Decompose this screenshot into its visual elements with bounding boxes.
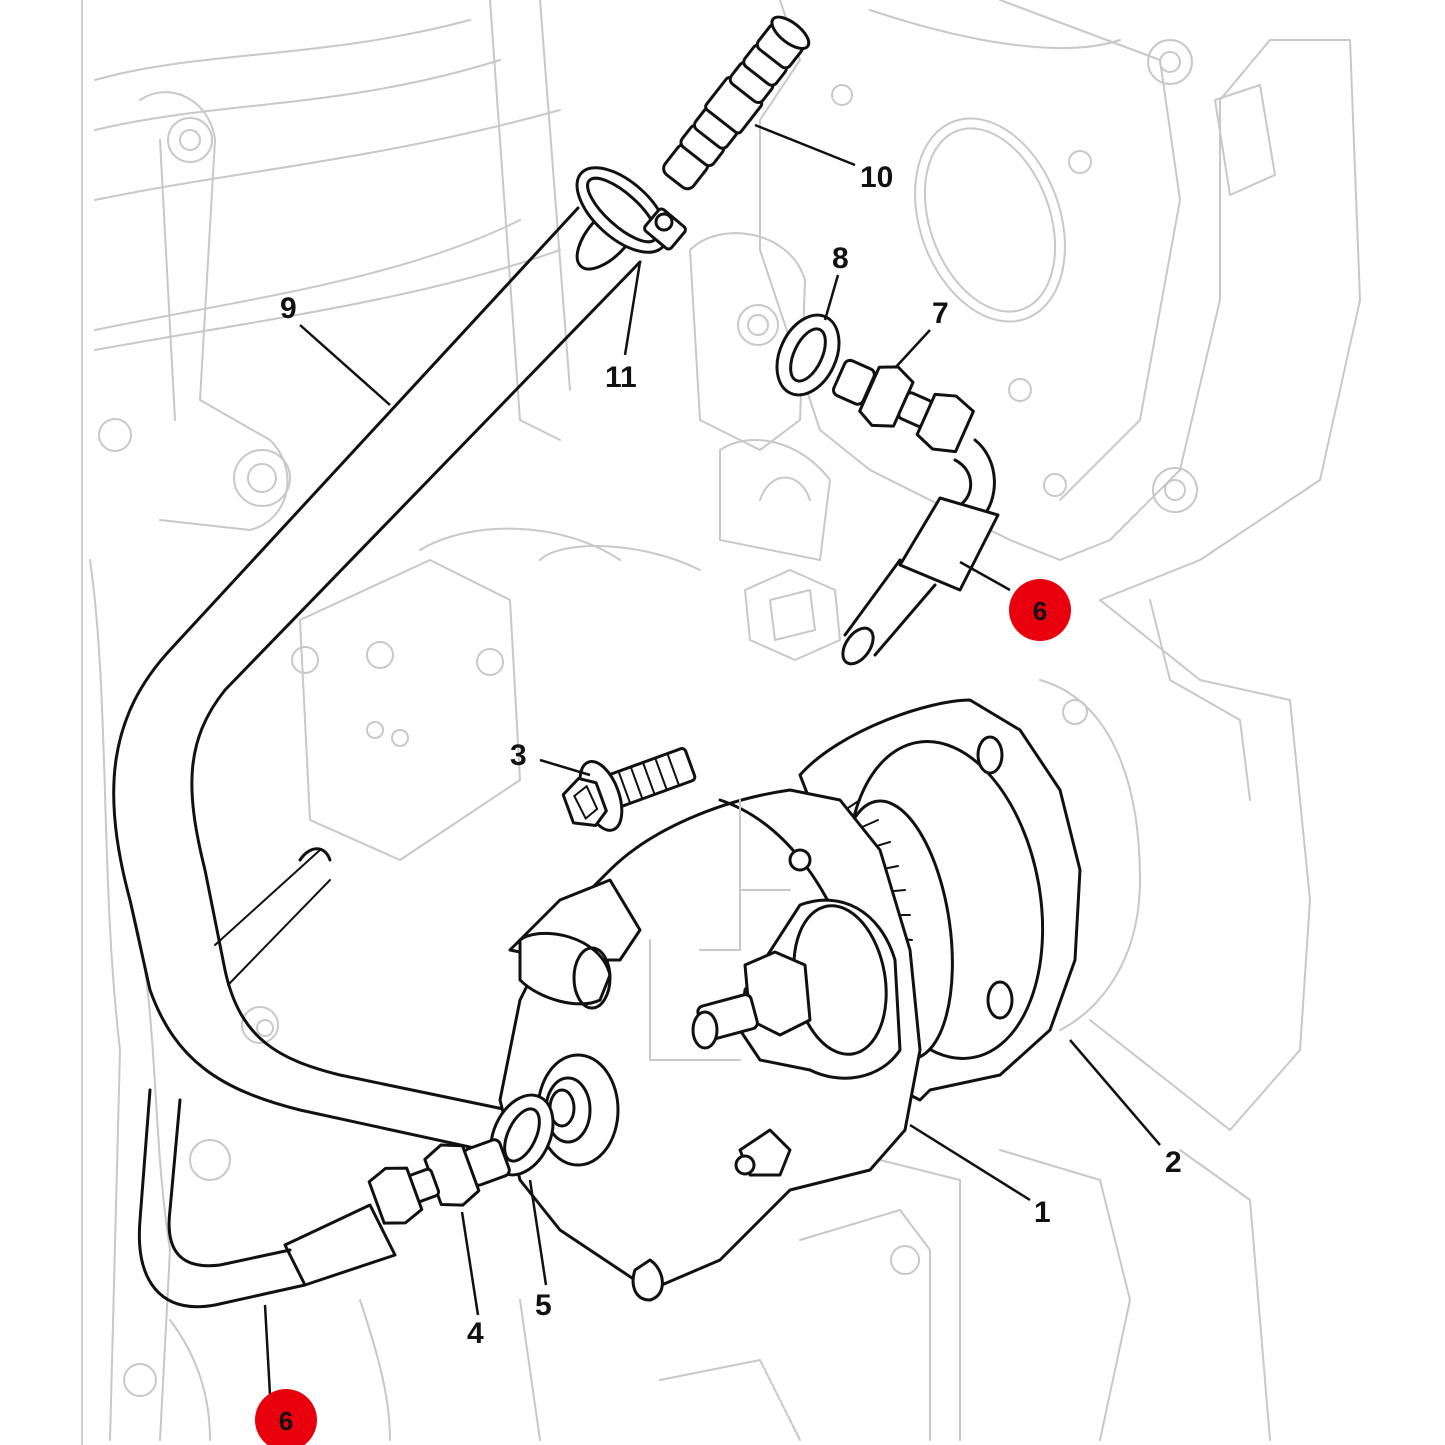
callout-2: 2 [1165,1146,1182,1179]
highlight-marker-6-lower-label: 6 [279,1406,293,1436]
callout-1: 1 [1034,1196,1051,1229]
part-6-pipe-lower [137,1088,397,1309]
highlight-markers: 6 6 [255,579,1071,1445]
part-4-union-fitting [367,1138,511,1225]
part-6-pipe-upper [841,438,1000,666]
engine-block-background [89,0,1361,1441]
part-11-hose-clamp [575,166,687,254]
callout-9: 9 [280,292,297,325]
part-5-sealing-washer [489,1093,555,1177]
part-8-sealing-washer [775,313,841,397]
part-10-hose-barb [662,15,811,191]
part-1-pump-assembly [498,788,954,1302]
part-3-flange-bolt [561,747,697,832]
highlight-marker-6-upper-label: 6 [1033,596,1047,626]
callout-8: 8 [832,242,849,275]
callout-5: 5 [535,1289,552,1322]
callout-4: 4 [467,1317,484,1350]
callout-7: 7 [932,297,949,330]
highlight-marker-6-lower[interactable] [255,1389,317,1445]
callout-3: 3 [510,739,527,772]
callout-labels: 10 9 11 8 7 3 2 1 4 5 [280,161,1182,1350]
leader-lines [263,123,1161,1396]
callout-10: 10 [860,161,893,194]
callout-11: 11 [605,361,637,394]
part-7-union-fitting [831,358,975,454]
highlight-marker-6-upper[interactable] [1009,579,1071,641]
